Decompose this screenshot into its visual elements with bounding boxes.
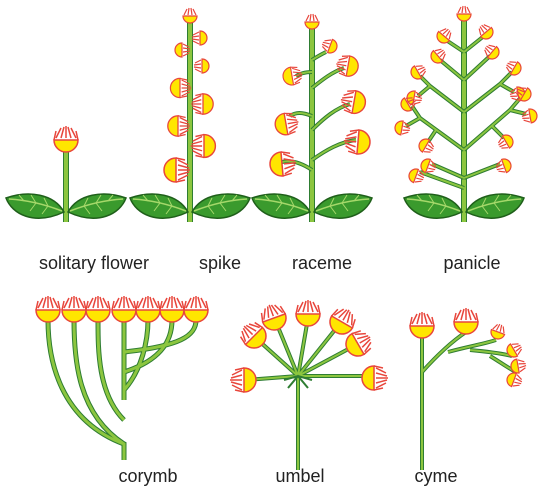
label-cyme: cyme (414, 466, 457, 487)
cyme-plant (410, 308, 527, 470)
label-raceme: raceme (292, 253, 352, 274)
spike-plant (130, 8, 250, 222)
panicle-plant (394, 6, 538, 222)
label-corymb: corymb (118, 466, 177, 487)
solitary-flower-plant (6, 126, 126, 222)
label-spike: spike (199, 253, 241, 274)
raceme-plant (252, 14, 372, 222)
label-umbel: umbel (275, 466, 324, 487)
umbel-plant (230, 300, 388, 470)
label-solitary-flower: solitary flower (39, 253, 149, 274)
corymb-plant (36, 296, 208, 460)
label-panicle: panicle (443, 253, 500, 274)
